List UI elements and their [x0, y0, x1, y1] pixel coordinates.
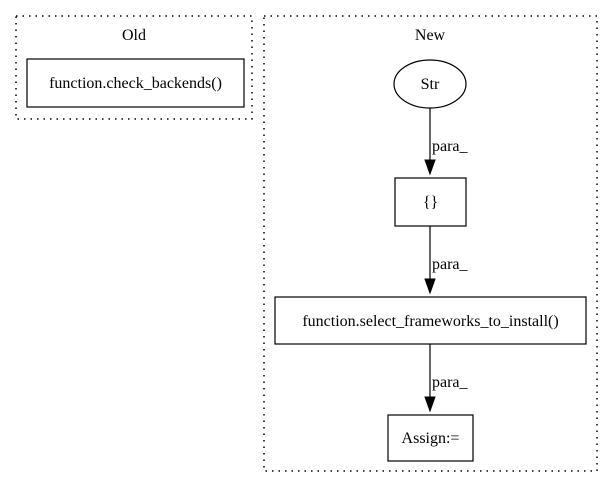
node-str: Str [393, 59, 467, 109]
cluster-new-title: New [415, 27, 446, 44]
node-assign-label: Assign:= [402, 430, 460, 447]
edge-str-to-braces: para_ [424, 108, 469, 176]
edge-str-to-braces-label: para_ [432, 138, 469, 155]
node-braces: {} [394, 177, 467, 227]
edge-braces-to-select-label: para_ [432, 256, 469, 273]
node-braces-label: {} [423, 194, 438, 211]
node-check-backends: function.check_backends() [26, 58, 245, 108]
node-str-label: Str [421, 76, 440, 93]
node-select-frameworks-label: function.select_frameworks_to_install() [302, 313, 558, 330]
node-select-frameworks: function.select_frameworks_to_install() [274, 296, 587, 345]
cluster-new: New [263, 15, 598, 472]
node-assign: Assign:= [387, 414, 474, 462]
cluster-old: Old [15, 15, 253, 120]
cluster-old-title: Old [122, 27, 146, 44]
edge-select-to-assign-label: para_ [432, 374, 469, 391]
edge-braces-to-select: para_ [424, 226, 469, 295]
node-check-backends-label: function.check_backends() [49, 75, 222, 92]
edge-select-to-assign: para_ [424, 344, 469, 413]
